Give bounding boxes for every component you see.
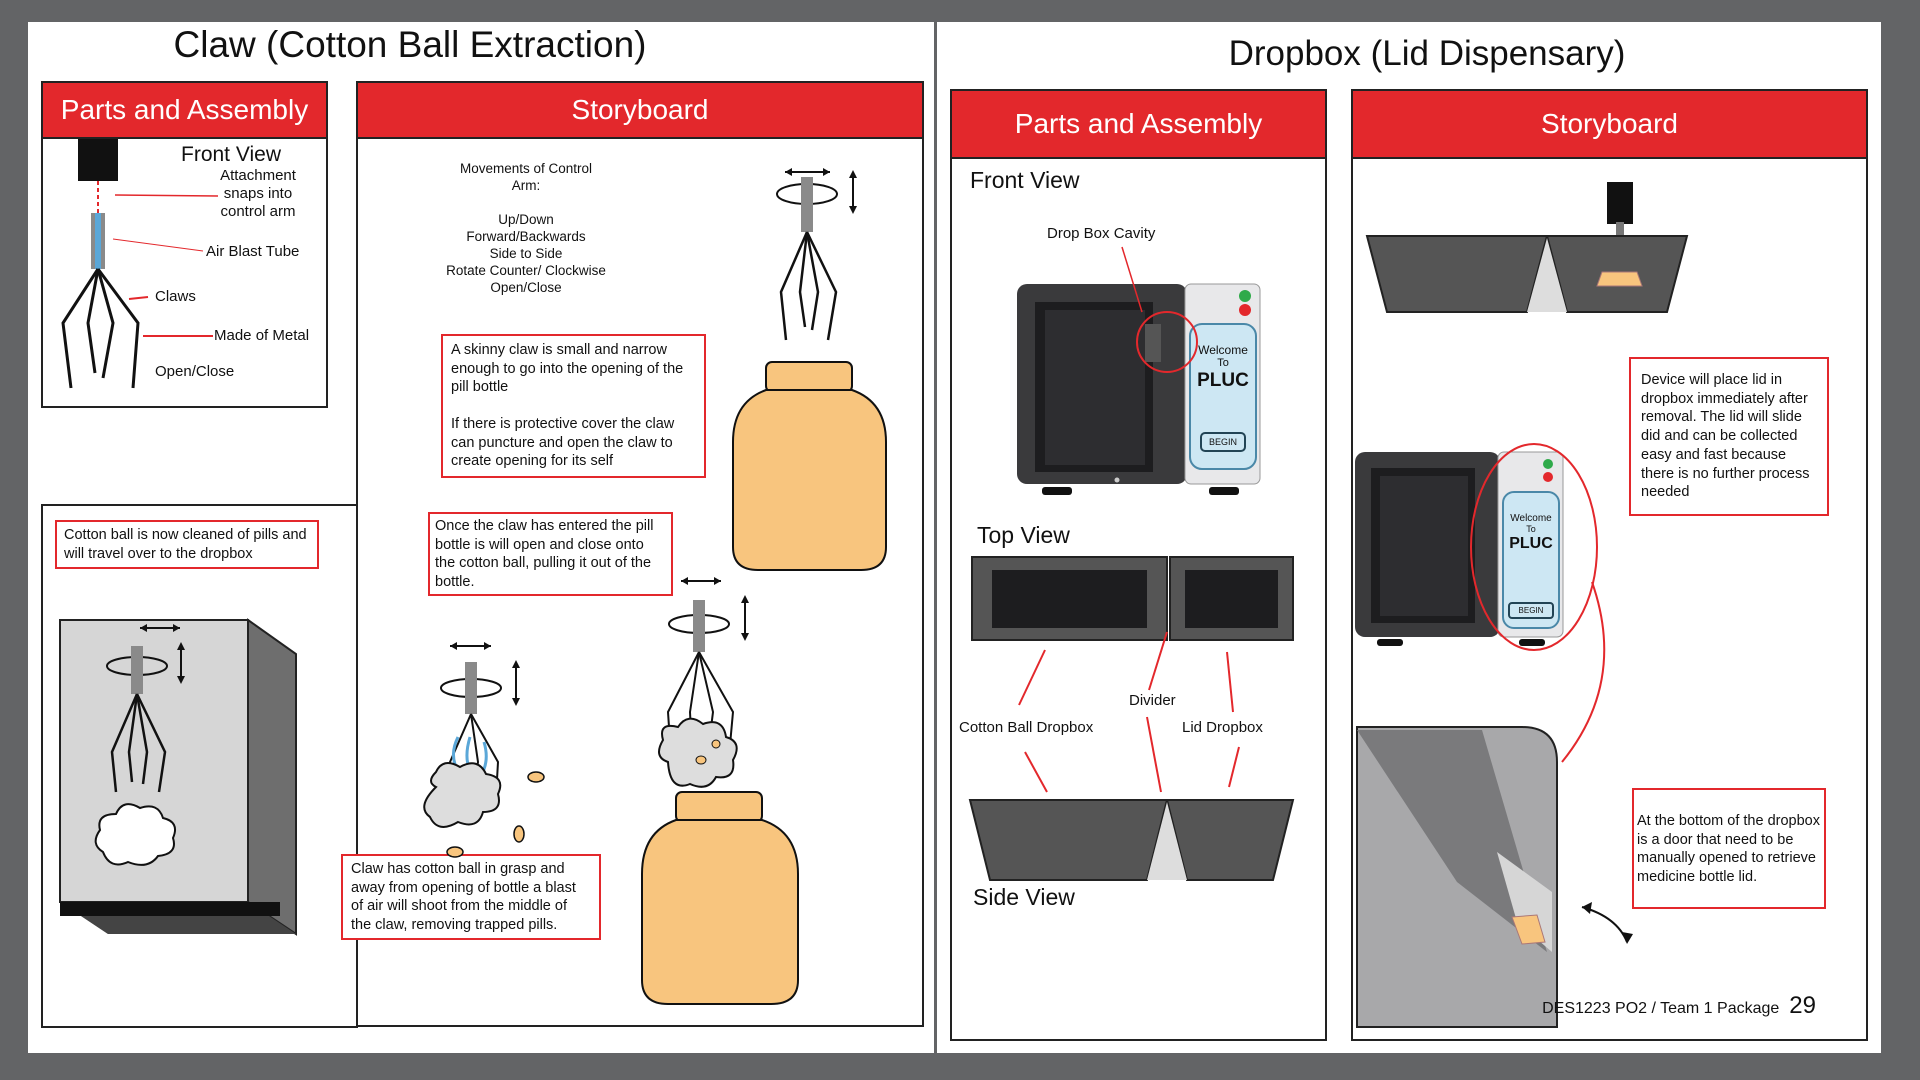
dropbox-parts-drawings [968,246,1295,881]
open-close-label: Open/Close [155,363,235,380]
footer-page-number: 29 [1789,992,1816,1019]
claw-page-title: Claw (Cotton Ball Extraction) [173,24,647,65]
note-bottom-door: At the bottom of the dropbox is a door t… [1632,788,1826,909]
footer-package: DES1223 PO2 / Team 1 Package [1542,1000,1780,1017]
note-claw-entered-text: Once the claw has entered the pill bottl… [435,518,654,590]
dropbox-front-view-title: Front View [970,167,1080,193]
storyboard-device-begin: BEGIN [1508,602,1554,619]
claw-pulling-cotton-illustration [658,577,749,788]
claw-air-blast-illustration [423,642,545,858]
dropbox-side-view-title: Side View [973,884,1075,910]
note-claw-entered: Once the claw has entered the pill bottl… [428,512,673,596]
right-page: Dropbox (Lid Dispensary) Parts and Assem… [937,22,1881,1053]
device-welcome-text: Welcome [1198,343,1248,357]
storyboard-device-illustration [1355,443,1606,763]
dropbox-storyboard-drawings [1355,182,1689,1028]
claw-storyboard-drawings [59,168,887,1005]
dropbox-storyboard-header: Storyboard [1353,91,1866,159]
device-begin-button[interactable]: BEGIN [1200,432,1246,452]
dropbox-top-view-title: Top View [977,522,1070,548]
storyboard-device-to: To [1526,524,1536,534]
side-view-illustration [968,799,1295,881]
cotton-ball-dropbox-label: Cotton Ball Dropbox [959,719,1094,736]
note-air-blast: Claw has cotton ball in grasp and away f… [341,854,601,940]
claw-top-illustration [776,168,857,341]
note-skinny-claw: A skinny claw is small and narrow enough… [441,334,706,478]
dropbox-door-illustration [1356,726,1633,1028]
storyboard-device-welcome: Welcome [1510,513,1552,524]
note-air-blast-text: Claw has cotton ball in grasp and away f… [351,861,576,933]
movements-text: Movements of Control Arm: Up/Down Forwar… [446,161,606,295]
top-view-illustration [971,556,1294,641]
storyboard-device-brand: PLUC [1509,535,1553,552]
note-device-place-lid: Device will place lid in dropbox immedia… [1629,357,1829,516]
note-cotton-cleaned-text: Cotton ball is now cleaned of pills and … [64,527,307,562]
made-of-metal-label: Made of Metal [214,327,310,344]
claw-parts-header: Parts and Assembly [43,83,326,139]
pill-bottle-bottom [641,791,799,1005]
claws-label: Claws [155,288,196,305]
left-page: Claw (Cotton Ball Extraction) Parts and … [28,22,934,1053]
pluc-device-front: Welcome To PLUC BEGIN [1017,282,1262,497]
claw-storyboard-header: Storyboard [358,83,922,139]
device-to-text: To [1217,357,1229,369]
claw-storyboard-lower-frame [41,504,358,1028]
pill-bottle-top [732,361,887,571]
dropbox-cotton-illustration [59,618,297,936]
lid-dropbox-label: Lid Dropbox [1182,719,1263,736]
dropbox-parts-header: Parts and Assembly [952,91,1325,159]
drop-box-cavity-label: Drop Box Cavity [1047,225,1156,242]
page-footer: DES1223 PO2 / Team 1 Package 29 [1542,992,1816,1020]
attachment-label: Attachment snaps into control arm [220,167,296,220]
divider-label: Divider [1129,692,1176,709]
claw-placing-lid-illustration [1365,182,1689,313]
device-brand-text: PLUC [1197,370,1249,391]
air-blast-tube-label: Air Blast Tube [206,243,300,260]
note-device-place-lid-text: Device will place lid in dropbox immedia… [1641,372,1810,501]
note-bottom-door-text: At the bottom of the dropbox is a door t… [1637,813,1820,886]
claw-front-view-drawing [61,139,219,389]
claw-parts-panel: Parts and Assembly Front View Attachment… [41,81,328,408]
dropbox-page-title: Dropbox (Lid Dispensary) [1228,34,1626,73]
note-cotton-cleaned: Cotton ball is now cleaned of pills and … [55,520,319,569]
note-skinny-claw-text: A skinny claw is small and narrow enough… [451,342,684,469]
claw-front-view-title: Front View [181,143,281,166]
